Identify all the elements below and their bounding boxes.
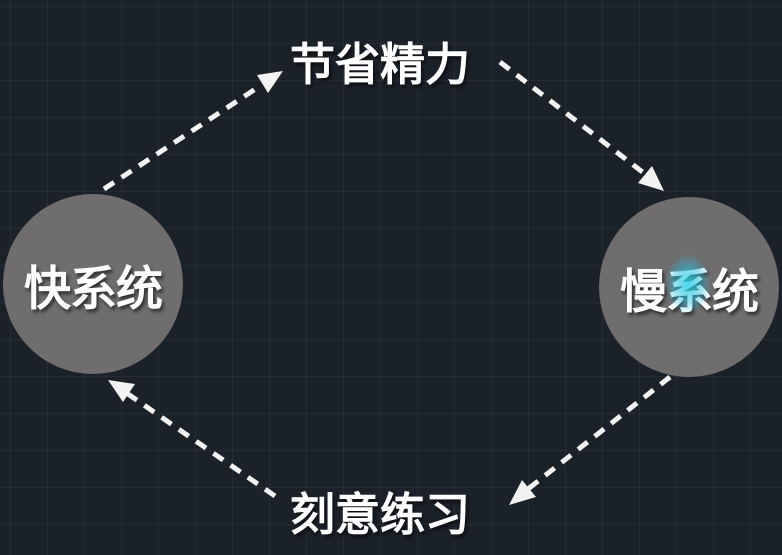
arrow-slow-to-bottom-head xyxy=(509,480,536,505)
arrow-top-to-slow-shaft xyxy=(498,60,647,176)
arrow-slow-to-bottom-shaft xyxy=(526,375,672,491)
arrow-slow-to-bottom xyxy=(509,375,672,505)
arrow-bottom-to-fast-shaft xyxy=(126,391,277,499)
arrow-fast-to-top xyxy=(102,71,283,192)
fast-system-label: 快系统 xyxy=(24,261,163,317)
deliberate-practice-label: 刻意练习 xyxy=(290,488,471,541)
arrow-fast-to-top-shaft xyxy=(102,83,262,192)
save-energy-label: 节省精力 xyxy=(290,38,471,91)
arrow-bottom-to-fast-head xyxy=(108,380,135,402)
cursor-highlight xyxy=(666,255,710,313)
arrow-bottom-to-fast xyxy=(108,380,277,499)
arrow-top-to-slow xyxy=(498,60,664,191)
arrow-top-to-slow-head xyxy=(638,166,664,191)
fast-system-node: 快系统 xyxy=(3,194,183,374)
arrow-fast-to-top-head xyxy=(257,71,283,93)
